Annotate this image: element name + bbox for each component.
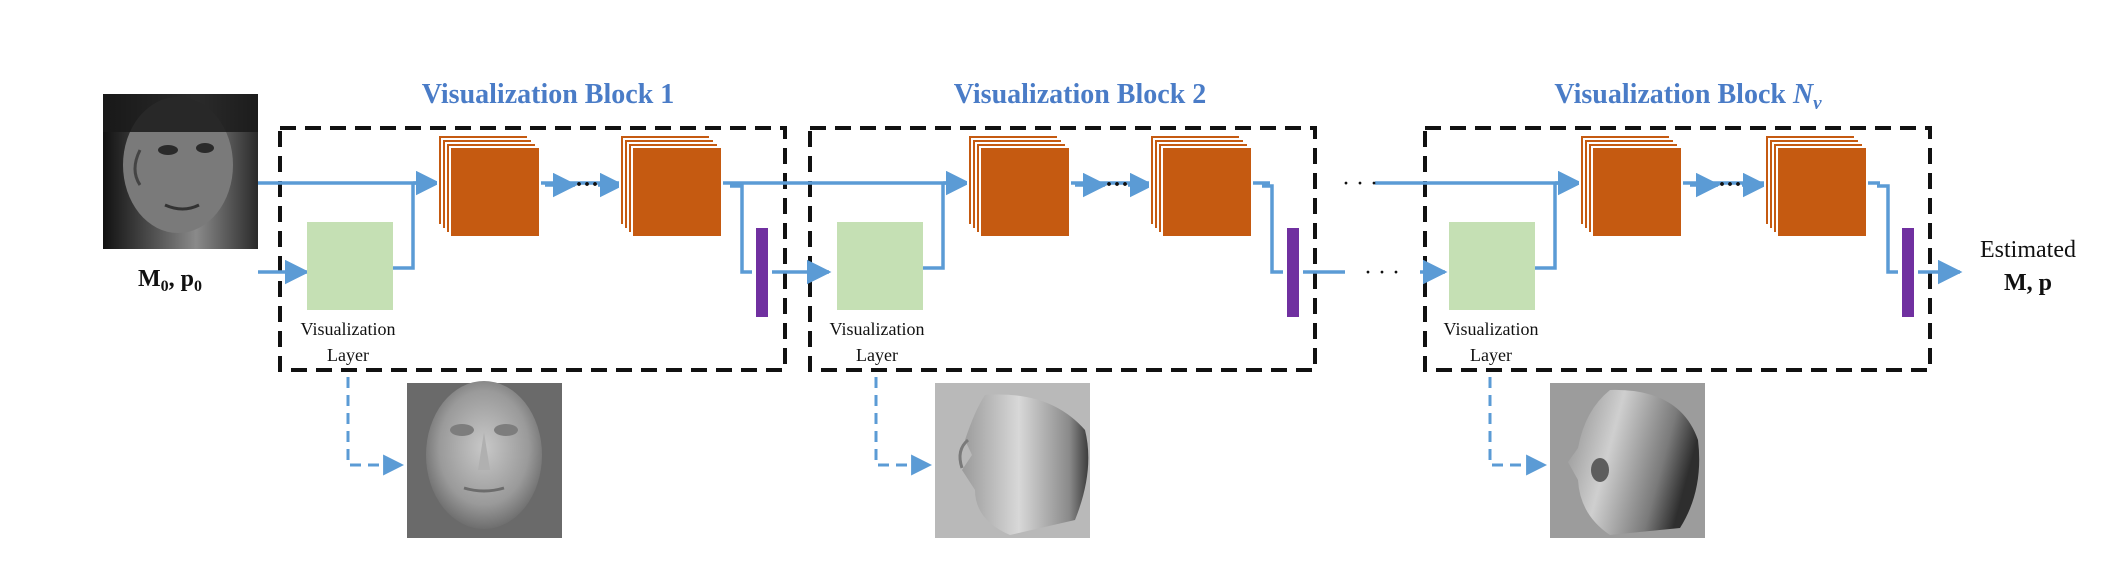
visualization-layer-1 (307, 222, 393, 310)
feature-map-stack-4 (1149, 134, 1253, 238)
flow-line-layer-out-2 (923, 183, 945, 270)
layer-label-3-bottom: Layer (1470, 345, 1512, 365)
layer-label-2-bottom: Layer (856, 345, 898, 365)
feature-map-stack-2 (619, 134, 723, 238)
flow-line-to-concat-1 (730, 184, 752, 274)
three-quarter-rendered-face-icon (1550, 383, 1705, 538)
layer-label-2-top: Visualization (830, 319, 925, 339)
output-label-line2: M, p (2004, 270, 2052, 296)
flow-line-layer-out-1 (393, 183, 415, 270)
block-2-title: Visualization Block 2 (954, 79, 1207, 110)
layer-label-1-bottom: Layer (327, 345, 369, 365)
input-face-photo (103, 94, 258, 249)
feature-map-layer (979, 146, 1071, 238)
concat-bar-3 (1902, 228, 1914, 317)
inner-ellipsis-1: ··· (575, 172, 599, 198)
inner-ellipsis-2: ··· (1105, 172, 1129, 198)
left-profile-rendered-face-icon (935, 383, 1090, 538)
visualization-layer-3 (1449, 222, 1535, 310)
layer-label-1-top: Visualization (301, 319, 396, 339)
ellipsis-bottom: · · · (1364, 260, 1400, 286)
feature-map-stack-3 (967, 134, 1071, 238)
output-label-line1: Estimated (1980, 237, 2076, 263)
concat-bar-2 (1287, 228, 1299, 317)
feature-map-stacks (437, 134, 1868, 238)
concat-bar-1 (756, 228, 768, 317)
visualization-layer-2 (837, 222, 923, 310)
dashed-arrow-to-face-3 (1488, 377, 1548, 476)
flow-line-to-concat-3 (1877, 184, 1898, 274)
visualization-block-3-border (1423, 126, 1932, 372)
feature-map-layer (1161, 146, 1253, 238)
visualization-block-1-border (278, 126, 787, 372)
visualization-block-2-border (808, 126, 1317, 372)
inner-ellipsis-3: ··· (1718, 172, 1742, 198)
feature-map-layer (631, 146, 723, 238)
feature-map-stack-1 (437, 134, 541, 238)
block-3-title: Visualization Block Nv (1554, 79, 1822, 114)
feature-map-stack-6 (1764, 134, 1868, 238)
dashed-arrow-to-face-1 (346, 377, 405, 476)
layer-label-3-top: Visualization (1444, 319, 1539, 339)
ellipsis-top: · · · (1342, 171, 1378, 197)
input-label: M0, p0 (138, 266, 202, 295)
frontal-rendered-face-icon (407, 381, 562, 538)
dashed-arrow-to-face-2 (874, 377, 933, 476)
flow-line-to-concat-2 (1262, 184, 1283, 274)
feature-map-layer (449, 146, 541, 238)
feature-map-layer (1776, 146, 1868, 238)
feature-map-layer (1591, 146, 1683, 238)
block-1-title: Visualization Block 1 (422, 79, 675, 110)
flow-line-layer-out-3 (1535, 183, 1557, 270)
feature-map-stack-5 (1579, 134, 1683, 238)
